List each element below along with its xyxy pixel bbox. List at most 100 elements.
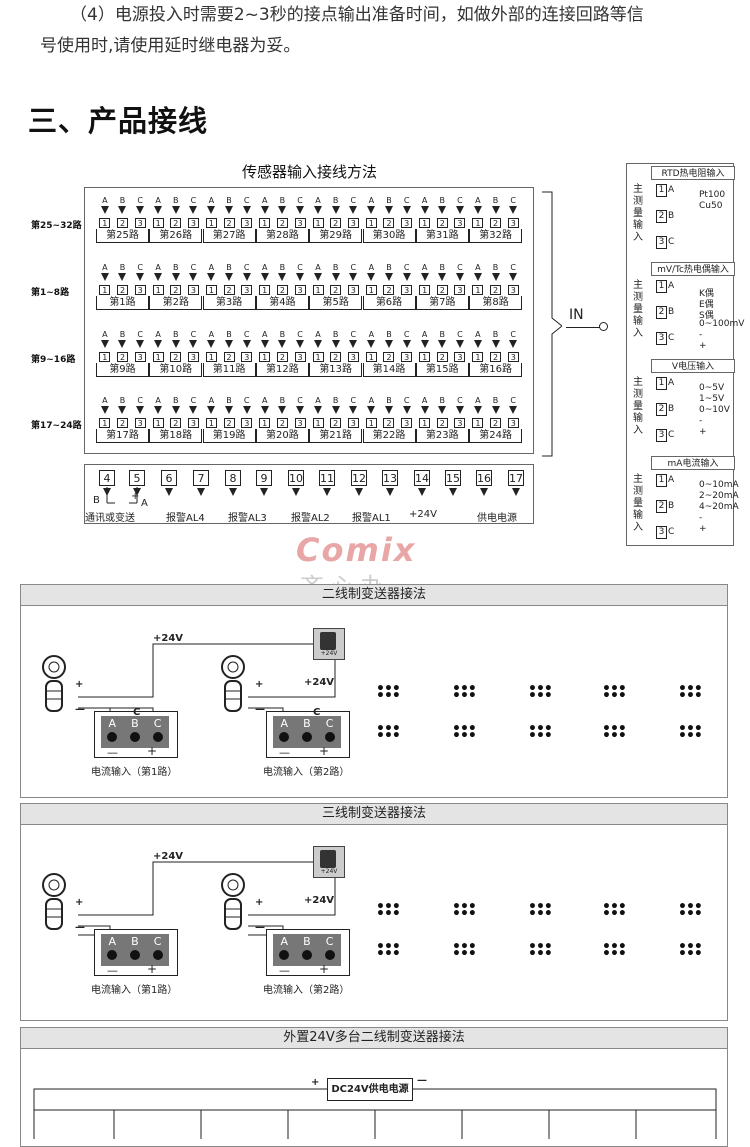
terminal-arrow-icon	[420, 406, 429, 414]
input-note: S偶	[699, 311, 714, 321]
terminal-number: 3	[294, 285, 306, 295]
terminal-arrows	[416, 206, 469, 214]
bottom-pin: 6	[161, 470, 177, 486]
terminal-arrow-icon	[189, 206, 198, 214]
intro-paragraph: （4）电源投入时需要2~3秒的接点输出准备时间，如做外部的连接回路等信 号使用时…	[26, 0, 726, 62]
input-note: 1~5V	[699, 394, 725, 404]
terminal-letter: C	[403, 263, 410, 272]
terminal-letter: B	[439, 330, 445, 339]
terminal-arrows	[149, 406, 202, 414]
terminal-number: 1	[259, 218, 271, 228]
terminal-arrow-icon	[242, 340, 251, 348]
terminal-screws	[101, 732, 169, 742]
terminal-screw-icon	[152, 950, 163, 960]
channel-name: 第24路	[469, 429, 523, 443]
terminal-arrow-icon	[491, 406, 500, 414]
terminal-number: 1	[365, 352, 377, 362]
bottom-pin: 5	[129, 470, 145, 486]
pin-label-24v: +24V	[409, 509, 437, 520]
terminal-number: 2	[383, 418, 395, 428]
terminal-letter: A	[421, 196, 428, 205]
bottom-pin: 13	[382, 470, 398, 486]
transmitter-icon	[40, 653, 70, 713]
terminal-letter: A	[108, 717, 117, 730]
label-24v-2: +24V	[304, 677, 335, 688]
external-title: 外置24V多台二线制变送器接法	[21, 1028, 727, 1049]
terminal-letter: B	[386, 330, 392, 339]
channel-name: 第32路	[469, 229, 523, 243]
terminal-arrows	[363, 206, 416, 214]
bottom-pin: 11	[319, 470, 335, 486]
terminal-letter: B	[439, 396, 445, 405]
power-supply-icon: +24V	[313, 628, 345, 660]
row-label: 第9~16路	[31, 355, 76, 365]
terminal-letter: C	[137, 396, 143, 405]
terminal-letter: A	[475, 196, 481, 205]
main-measure-label: 主测量输入	[633, 280, 643, 339]
terminal-number: 1	[205, 285, 217, 295]
terminal-number: 3	[507, 418, 519, 428]
terminal-number: 1	[152, 418, 164, 428]
terminal-screw-icon	[324, 950, 335, 960]
terminal-arrow-icon	[100, 340, 109, 348]
input-note: Cu50	[699, 201, 723, 211]
terminal-arrows	[469, 340, 522, 348]
input-pin-number: 2	[656, 403, 667, 416]
bottom-pin: 16	[476, 470, 492, 486]
terminal-number: 2	[116, 218, 128, 228]
terminal-letter: C	[190, 330, 197, 339]
terminal-number: 3	[134, 218, 146, 228]
terminal-arrow-icon	[207, 206, 216, 214]
label-24v: +24V	[153, 851, 184, 862]
terminal-screw-icon	[301, 950, 312, 960]
terminal-letter: A	[155, 263, 161, 272]
terminal-number: 3	[347, 285, 359, 295]
terminal-letter: B	[279, 396, 286, 405]
terminal-letter: A	[155, 396, 161, 405]
terminal-letter: B	[172, 263, 179, 272]
terminal-letter: B	[119, 196, 126, 205]
channel-name: 第18路	[149, 429, 203, 443]
terminal-letter: A	[102, 196, 108, 205]
terminal-arrow-icon	[136, 406, 145, 414]
input-pin-number: 1	[656, 474, 667, 487]
terminal-letter: B	[386, 263, 392, 272]
terminal-arrows	[96, 206, 149, 214]
terminal-number: 2	[383, 352, 395, 362]
terminal-letter: A	[261, 263, 268, 272]
terminal-arrow-icon	[349, 340, 358, 348]
input-pin-number: 1	[656, 377, 667, 390]
ellipsis-icon: ••••••	[602, 899, 627, 922]
terminal-arrow-icon	[136, 206, 145, 214]
terminal-arrows	[363, 340, 416, 348]
terminal-number: 3	[507, 218, 519, 228]
dc24v-supply-box: DC24V供电电源	[327, 1078, 413, 1101]
terminal-arrow-icon	[136, 273, 145, 281]
terminal-number: 2	[170, 285, 182, 295]
terminal-letter: B	[492, 263, 499, 272]
